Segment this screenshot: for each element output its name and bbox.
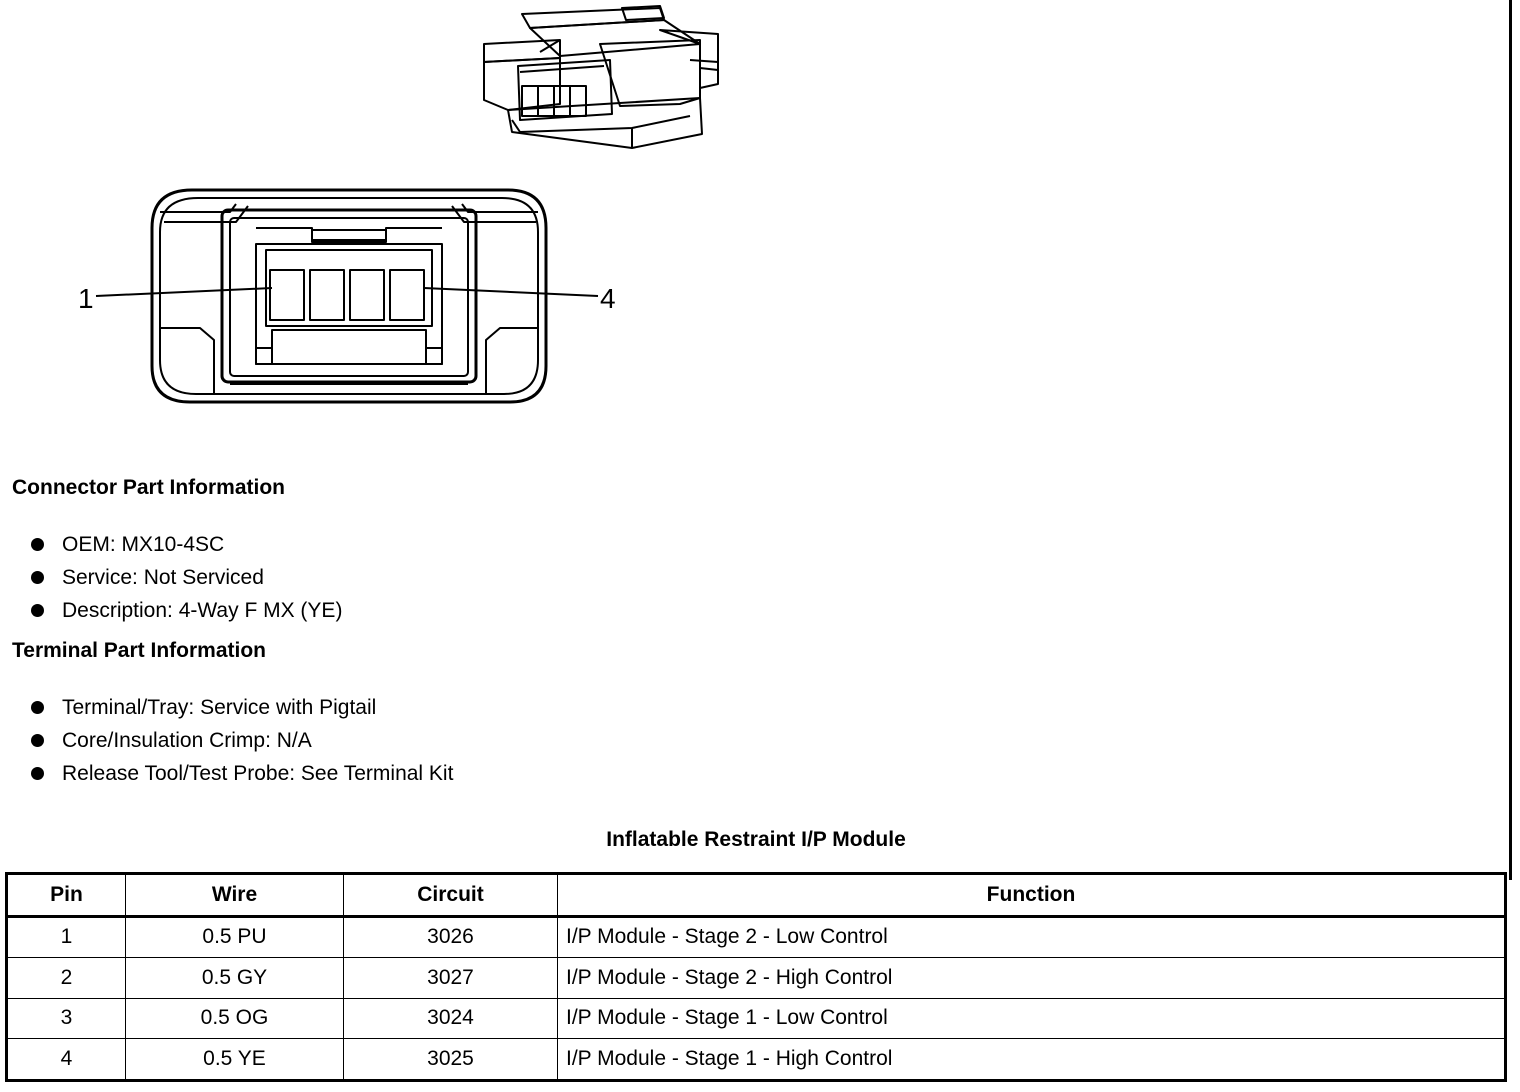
cell-wire: 0.5 OG xyxy=(125,997,344,1039)
list-item: Description: 4-Way F MX (YE) xyxy=(30,594,342,627)
list-item-text: Core/Insulation Crimp: N/A xyxy=(62,729,312,752)
list-item-text: Terminal/Tray: Service with Pigtail xyxy=(62,696,377,719)
pinout-table: Pin Wire Circuit Function 1 0.5 PU 3026 … xyxy=(5,872,1507,1082)
cell-function: I/P Module - Stage 2 - Low Control xyxy=(557,915,1506,958)
list-item: Release Tool/Test Probe: See Terminal Ki… xyxy=(30,757,453,790)
cell-circuit: 3027 xyxy=(343,957,558,999)
table-row: 4 0.5 YE 3025 I/P Module - Stage 1 - Hig… xyxy=(6,1038,1506,1081)
pin-4-leader xyxy=(423,287,599,297)
page-right-border xyxy=(1509,0,1512,880)
bullet-icon xyxy=(31,734,44,747)
list-item-text: OEM: MX10-4SC xyxy=(62,533,225,556)
list-item: Service: Not Serviced xyxy=(30,561,342,594)
cell-function: I/P Module - Stage 1 - High Control xyxy=(557,1038,1506,1081)
cell-wire: 0.5 GY xyxy=(125,957,344,999)
table-row: 1 0.5 PU 3026 I/P Module - Stage 2 - Low… xyxy=(6,915,1506,958)
cell-pin: 2 xyxy=(6,957,126,999)
terminal-part-heading: Terminal Part Information xyxy=(12,639,266,662)
pin-1-label: 1 xyxy=(78,283,94,314)
cell-circuit: 3024 xyxy=(343,997,558,1039)
pin-4-label: 4 xyxy=(600,283,616,314)
header-circuit: Circuit xyxy=(343,873,558,918)
bullet-icon xyxy=(31,604,44,617)
header-pin: Pin xyxy=(6,873,126,918)
connector-3d-view xyxy=(483,5,719,149)
list-item: OEM: MX10-4SC xyxy=(30,528,342,561)
cell-circuit: 3025 xyxy=(343,1038,558,1081)
connector-part-list: OEM: MX10-4SC Service: Not Serviced Desc… xyxy=(30,528,342,627)
cell-pin: 1 xyxy=(6,915,126,958)
table-header-row: Pin Wire Circuit Function xyxy=(6,873,1506,918)
list-item-text: Description: 4-Way F MX (YE) xyxy=(62,599,343,622)
terminal-part-list: Terminal/Tray: Service with Pigtail Core… xyxy=(30,691,453,790)
header-function: Function xyxy=(557,873,1506,918)
list-item-text: Release Tool/Test Probe: See Terminal Ki… xyxy=(62,762,454,785)
header-wire: Wire xyxy=(125,873,344,918)
table-title: Inflatable Restraint I/P Module xyxy=(606,828,906,851)
bullet-icon xyxy=(31,767,44,780)
connector-part-heading: Connector Part Information xyxy=(12,476,286,499)
bullet-icon xyxy=(31,571,44,584)
connector-illustration: 1 4 xyxy=(78,5,719,404)
cell-pin: 4 xyxy=(6,1038,126,1081)
cell-wire: 0.5 PU xyxy=(125,915,344,958)
pin-1-leader xyxy=(95,287,273,297)
cell-function: I/P Module - Stage 1 - Low Control xyxy=(557,997,1506,1039)
cell-wire: 0.5 YE xyxy=(125,1038,344,1081)
connector-front-view xyxy=(150,188,548,404)
list-item: Terminal/Tray: Service with Pigtail xyxy=(30,691,453,724)
table-row: 2 0.5 GY 3027 I/P Module - Stage 2 - Hig… xyxy=(6,957,1506,999)
bullet-icon xyxy=(31,701,44,714)
list-item-text: Service: Not Serviced xyxy=(62,566,264,589)
list-item: Core/Insulation Crimp: N/A xyxy=(30,724,453,757)
cell-pin: 3 xyxy=(6,997,126,1039)
cell-function: I/P Module - Stage 2 - High Control xyxy=(557,957,1506,999)
cell-circuit: 3026 xyxy=(343,915,558,958)
table-row: 3 0.5 OG 3024 I/P Module - Stage 1 - Low… xyxy=(6,997,1506,1039)
bullet-icon xyxy=(31,538,44,551)
